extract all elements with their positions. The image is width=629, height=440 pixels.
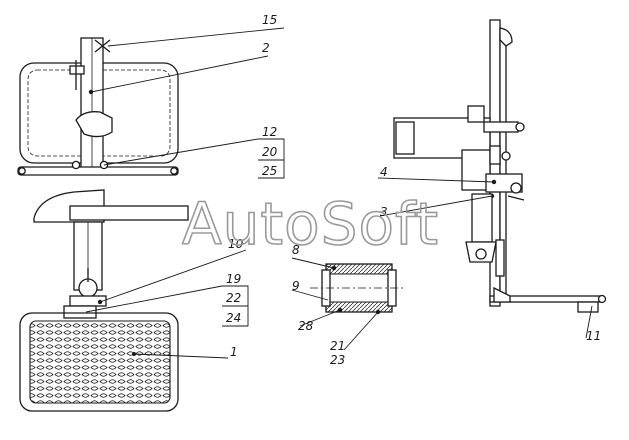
view-step-assembly (19, 189, 189, 412)
callout-19: 19 (226, 272, 241, 286)
callout-15: 15 (262, 13, 277, 27)
callout-22: 22 (226, 291, 241, 305)
callout-23: 23 (330, 353, 345, 367)
view-side-elevation (393, 19, 607, 313)
watermark: AutoSoft (182, 190, 439, 258)
view-top-frame (17, 37, 179, 176)
callout-3: 3 (380, 205, 388, 219)
callout-10: 10 (228, 237, 244, 251)
callout-1: 1 (230, 345, 238, 359)
callout-28: 28 (298, 319, 314, 333)
callouts: 15 2 12 20 25 10 19 22 24 1 8 9 28 21 23… (226, 13, 601, 367)
callout-11: 11 (586, 329, 601, 343)
callout-8: 8 (292, 243, 300, 257)
callout-20: 20 (262, 145, 278, 159)
leader-lines (85, 27, 593, 359)
callout-12: 12 (262, 125, 277, 139)
view-bushing-section (310, 263, 404, 315)
callout-4: 4 (380, 165, 388, 179)
callout-25: 25 (262, 164, 277, 178)
callout-2: 2 (262, 41, 270, 55)
callout-24: 24 (226, 311, 241, 325)
callout-21: 21 (330, 339, 345, 353)
callout-9: 9 (292, 279, 300, 293)
